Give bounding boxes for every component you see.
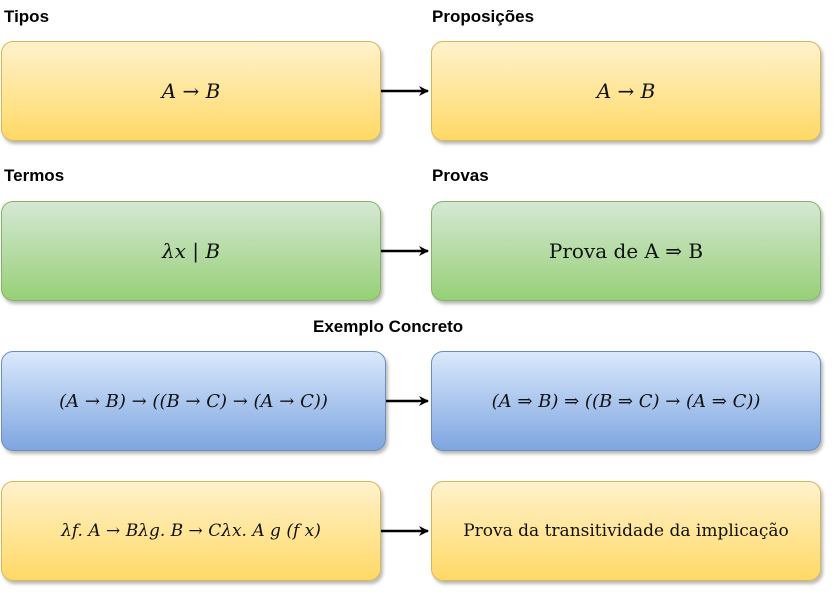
box-exemplo-prova: Prova da transitividade da implicação: [431, 481, 821, 581]
label-proposicoes: Proposições: [432, 7, 535, 26]
box-exemplo-prova-text: Prova da transitividade da implicação: [463, 521, 789, 541]
box-prova: Prova de A ⇒ B: [431, 201, 821, 301]
box-termo-text: λx | B: [161, 239, 221, 263]
label-tipos: Tipos: [4, 7, 50, 26]
box-exemplo-tipo: (A → B) → ((B → C) → (A → C)): [1, 351, 386, 451]
box-exemplo-tipo-text: (A → B) → ((B → C) → (A → C)): [59, 390, 328, 412]
box-tipo-text: A → B: [161, 79, 221, 103]
box-exemplo-proposicao: (A ⇒ B) ⇒ ((B ⇒ C) → (A ⇒ C)): [431, 351, 821, 451]
box-exemplo-termo-text: λf. A → Bλg. B → Cλx. A g (f x): [61, 521, 321, 541]
box-prova-text: Prova de A ⇒ B: [548, 239, 704, 263]
box-exemplo-termo: λf. A → Bλg. B → Cλx. A g (f x): [1, 481, 381, 581]
box-exemplo-proposicao-text: (A ⇒ B) ⇒ ((B ⇒ C) → (A ⇒ C)): [491, 390, 761, 412]
label-provas: Provas: [432, 166, 489, 185]
box-proposicao-text: A → B: [596, 79, 656, 103]
label-termos: Termos: [4, 166, 65, 185]
box-proposicao: A → B: [431, 41, 821, 141]
label-exemplo-concreto: Exemplo Concreto: [313, 317, 464, 336]
box-termo: λx | B: [1, 201, 381, 301]
box-tipo: A → B: [1, 41, 381, 141]
